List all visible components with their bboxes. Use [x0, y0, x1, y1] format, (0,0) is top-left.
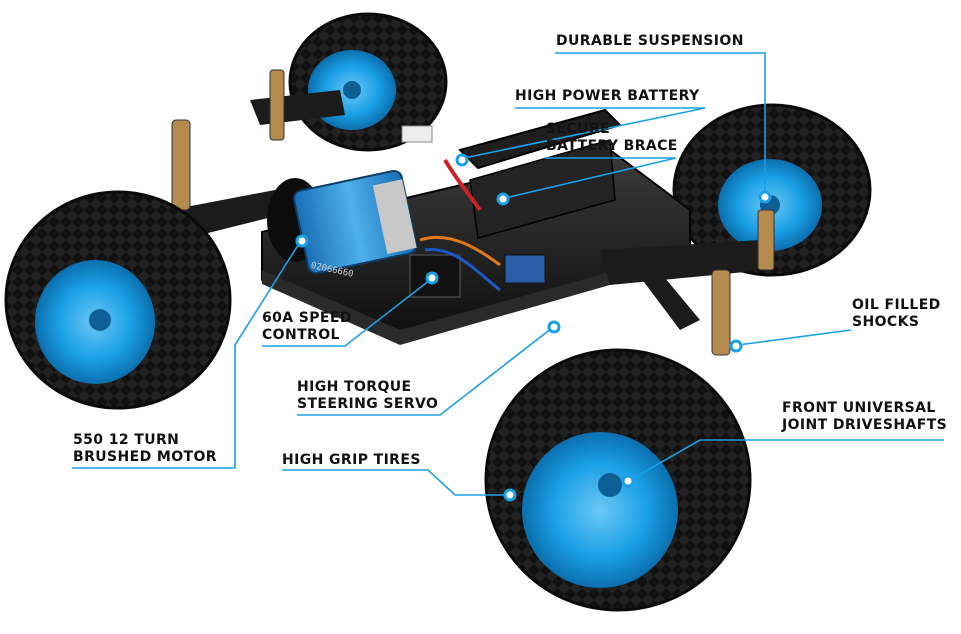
tire-rear-left — [4, 190, 232, 410]
label-high-power-battery: HIGH POWER BATTERY — [515, 88, 700, 104]
label-oil-filled-shocks: OIL FILLED SHOCKS — [852, 297, 941, 330]
shock-absorbers — [171, 69, 775, 356]
label-secure-battery-brace: SECURE BATTERY BRACE — [546, 121, 678, 154]
label-front-driveshafts: FRONT UNIVERSAL JOINT DRIVESHAFTS — [782, 400, 948, 433]
callout-dots — [295, 153, 772, 502]
tire-front-right — [672, 103, 872, 277]
label-high-grip-tires: HIGH GRIP TIRES — [282, 452, 421, 468]
label-brushed-motor: 550 12 TURN BRUSHED MOTOR — [73, 432, 217, 465]
brushed-motor — [267, 169, 418, 275]
label-durable-suspension: DURABLE SUSPENSION — [556, 33, 744, 49]
label-steering-servo: HIGH TORQUE STEERING SERVO — [297, 379, 439, 412]
label-speed-control: 60A SPEED CONTROL — [262, 310, 352, 343]
callout-leaders — [72, 52, 944, 496]
tire-front-bottom — [484, 348, 752, 612]
speed-control — [401, 125, 546, 298]
